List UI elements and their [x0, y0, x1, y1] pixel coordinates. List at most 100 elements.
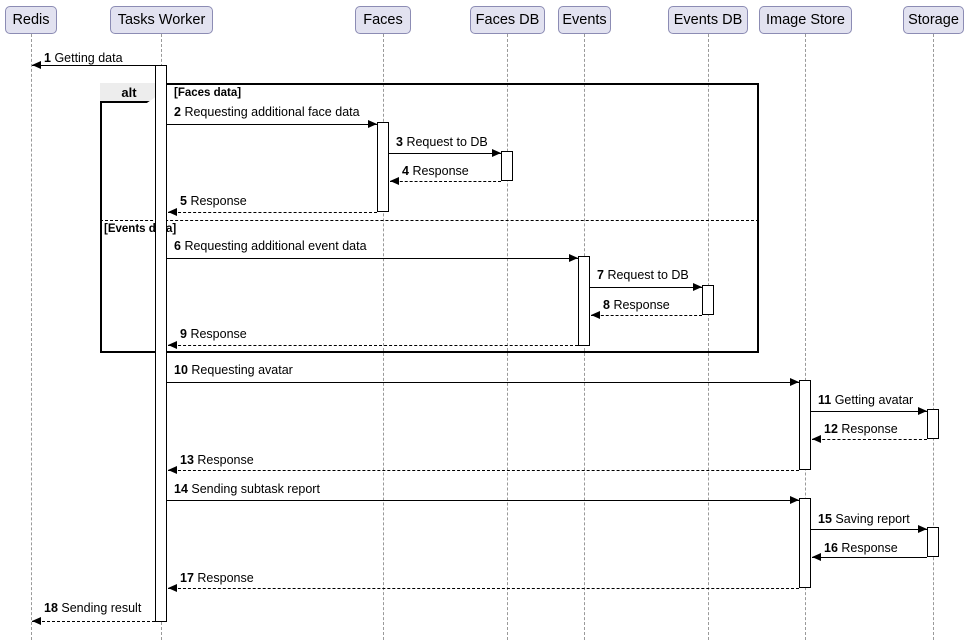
message-arrowhead-7 [693, 283, 702, 291]
message-text-14: Sending subtask report [191, 482, 320, 496]
message-line-14 [167, 500, 799, 501]
message-arrowhead-17 [168, 584, 177, 592]
message-text-1: Getting data [54, 51, 123, 65]
message-line-6 [167, 258, 578, 259]
act-events-db [702, 285, 714, 315]
participant-faces_db[interactable]: Faces DB [470, 6, 545, 34]
message-text-8: Response [613, 298, 670, 312]
participant-events_db[interactable]: Events DB [668, 6, 748, 34]
message-label-12: 12 Response [824, 423, 898, 436]
act-storage-2 [927, 527, 939, 557]
act-faces-db [501, 151, 513, 181]
participant-faces[interactable]: Faces [355, 6, 411, 34]
message-seq-4: 4 [402, 164, 409, 178]
message-seq-16: 16 [824, 541, 838, 555]
message-text-12: Response [841, 422, 898, 436]
message-text-18: Sending result [61, 601, 142, 615]
message-label-14: 14 Sending subtask report [174, 483, 320, 496]
message-arrowhead-3 [492, 149, 501, 157]
message-text-10: Requesting avatar [191, 363, 293, 377]
message-label-9: 9 Response [180, 328, 247, 341]
lifeline-faces_db [507, 34, 508, 640]
message-text-4: Response [412, 164, 469, 178]
message-line-16 [812, 557, 927, 558]
lifeline-events_db [708, 34, 709, 640]
act-faces [377, 122, 389, 212]
message-seq-13: 13 [180, 453, 194, 467]
message-arrowhead-4 [390, 177, 399, 185]
message-arrowhead-5 [168, 208, 177, 216]
message-label-7: 7 Request to DB [597, 269, 689, 282]
message-seq-6: 6 [174, 239, 181, 253]
message-line-17 [168, 588, 799, 589]
message-arrowhead-8 [591, 311, 600, 319]
message-label-8: 8 Response [603, 299, 670, 312]
message-arrowhead-13 [168, 466, 177, 474]
message-label-1: 1 Getting data [44, 52, 123, 65]
message-label-11: 11 Getting avatar [818, 394, 913, 407]
message-seq-2: 2 [174, 105, 181, 119]
alt-fragment-label: alt [100, 83, 160, 103]
message-label-13: 13 Response [180, 454, 254, 467]
message-text-15: Saving report [835, 512, 910, 526]
message-text-6: Requesting additional event data [184, 239, 367, 253]
message-seq-18: 18 [44, 601, 58, 615]
message-text-17: Response [197, 571, 254, 585]
message-arrowhead-14 [790, 496, 799, 504]
message-arrowhead-11 [918, 407, 927, 415]
message-label-3: 3 Request to DB [396, 136, 488, 149]
participant-events[interactable]: Events [558, 6, 611, 34]
message-label-10: 10 Requesting avatar [174, 364, 293, 377]
message-label-18: 18 Sending result [44, 602, 141, 615]
act-image-store-2 [799, 498, 811, 588]
message-seq-1: 1 [44, 51, 51, 65]
participant-redis[interactable]: Redis [5, 6, 57, 34]
message-text-9: Response [190, 327, 247, 341]
lifeline-redis [31, 34, 32, 640]
message-text-3: Request to DB [406, 135, 488, 149]
participant-image_store[interactable]: Image Store [759, 6, 852, 34]
message-label-16: 16 Response [824, 542, 898, 555]
lifeline-faces [383, 34, 384, 640]
message-seq-8: 8 [603, 298, 610, 312]
message-line-12 [812, 439, 927, 440]
alt-operand-guard-0: [Faces data] [174, 87, 242, 99]
message-text-13: Response [197, 453, 254, 467]
participant-storage[interactable]: Storage [903, 6, 964, 34]
message-label-15: 15 Saving report [818, 513, 910, 526]
message-arrowhead-15 [918, 525, 927, 533]
message-line-1 [32, 65, 155, 66]
participant-tasks_worker[interactable]: Tasks Worker [110, 6, 213, 34]
message-line-13 [168, 470, 799, 471]
message-line-3 [389, 153, 501, 154]
message-arrowhead-18 [32, 617, 41, 625]
message-line-18 [32, 621, 155, 622]
message-seq-9: 9 [180, 327, 187, 341]
message-seq-7: 7 [597, 268, 604, 282]
message-text-11: Getting avatar [834, 393, 914, 407]
message-line-11 [811, 411, 927, 412]
message-text-7: Request to DB [607, 268, 689, 282]
message-seq-11: 11 [818, 393, 832, 407]
alt-operand-divider [100, 220, 759, 221]
act-image-store-1 [799, 380, 811, 470]
message-label-4: 4 Response [402, 165, 469, 178]
message-label-17: 17 Response [180, 572, 254, 585]
act-storage-1 [927, 409, 939, 439]
message-line-7 [590, 287, 702, 288]
message-text-16: Response [841, 541, 898, 555]
message-arrowhead-6 [569, 254, 578, 262]
message-seq-14: 14 [174, 482, 188, 496]
lifeline-image_store [805, 34, 806, 640]
act-tasks-worker [155, 65, 167, 622]
message-line-15 [811, 529, 927, 530]
message-line-8 [591, 315, 702, 316]
message-seq-15: 15 [818, 512, 832, 526]
message-text-5: Response [190, 194, 247, 208]
message-line-5 [168, 212, 377, 213]
message-text-2: Requesting additional face data [184, 105, 360, 119]
message-arrowhead-1 [32, 61, 41, 69]
message-line-2 [167, 124, 377, 125]
message-arrowhead-9 [168, 341, 177, 349]
